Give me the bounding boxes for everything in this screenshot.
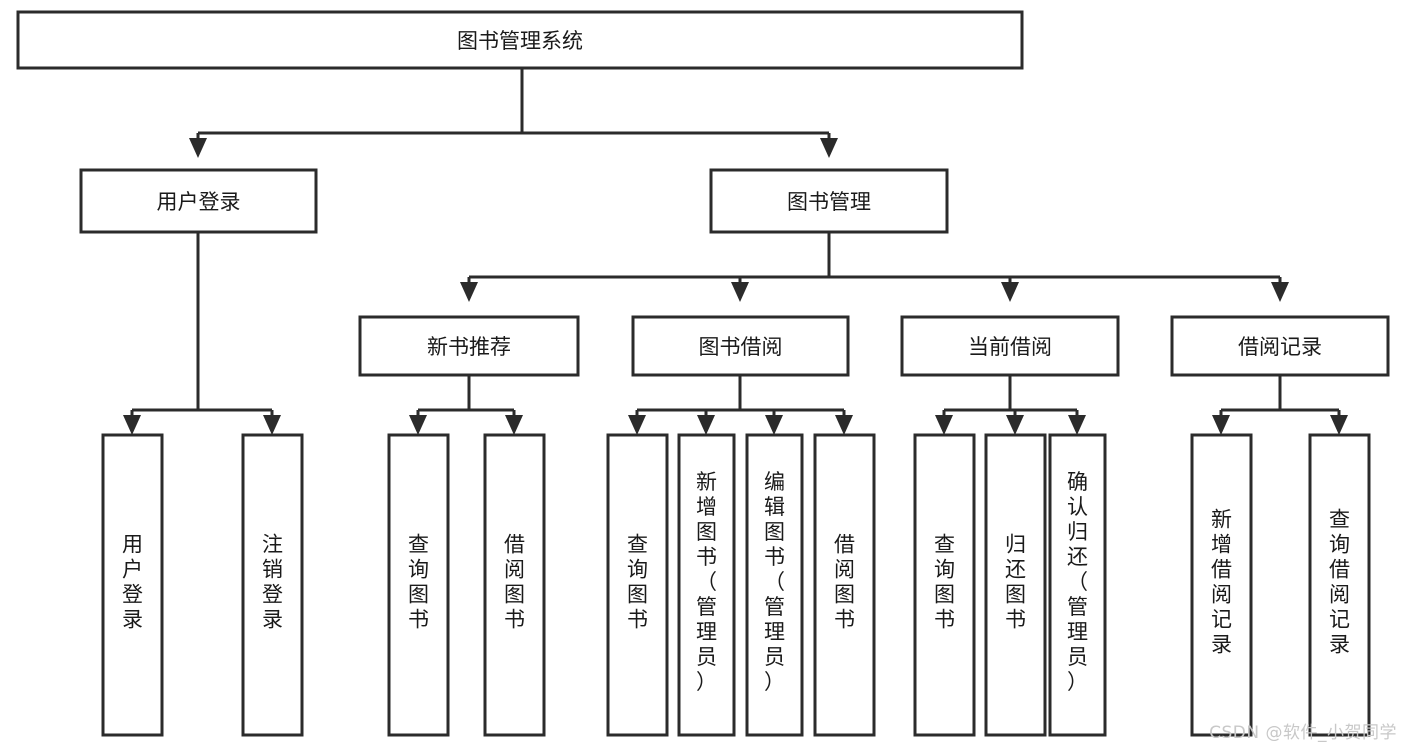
leaf-node-12-label: 查询借阅记录 (1329, 508, 1350, 657)
leaf-node-5-box[interactable] (677, 433, 736, 737)
leaf-node-7-label: 借阅图书 (834, 533, 855, 632)
leaf-node-0-label: 用户登录 (122, 533, 143, 632)
level3-node-1-label: 图书借阅 (699, 335, 783, 359)
leaf-node-2-box[interactable] (387, 433, 450, 737)
arrow-head-icon (1001, 282, 1019, 302)
edges-layer (123, 68, 1348, 435)
leaf-node-10-box[interactable] (1048, 433, 1107, 737)
level2-node-1-label: 图书管理 (787, 190, 871, 214)
arrow-head-icon (935, 415, 953, 435)
leaf-node-4-box[interactable] (606, 433, 669, 737)
arrow-head-icon (409, 415, 427, 435)
watermark: CSDN @软件_小贺同学 (1209, 723, 1397, 743)
arrow-head-icon (765, 415, 783, 435)
leaf-node-9-label: 归还图书 (1005, 533, 1026, 632)
arrow-head-icon (1068, 415, 1086, 435)
nodes-layer: 图书管理系统用户登录图书管理新书推荐图书借阅当前借阅借阅记录用户登录注销登录查询… (16, 10, 1390, 737)
leaf-node-5-label: 新增图书（管理员） (696, 470, 717, 694)
leaf-node-4-label: 查询图书 (627, 533, 648, 632)
arrow-head-icon (1006, 415, 1024, 435)
leaf-node-0-box[interactable] (101, 433, 164, 737)
arrow-head-icon (1212, 415, 1230, 435)
arrow-head-icon (263, 415, 281, 435)
leaf-node-9-box[interactable] (984, 433, 1047, 737)
root-node-label: 图书管理系统 (457, 29, 583, 53)
level3-node-0-box[interactable] (358, 315, 580, 377)
level2-node-0-label: 用户登录 (157, 190, 241, 214)
level3-node-2-box[interactable] (900, 315, 1120, 377)
arrow-head-icon (123, 415, 141, 435)
leaf-node-7-box[interactable] (813, 433, 876, 737)
level3-node-3-box[interactable] (1170, 315, 1390, 377)
level2-node-0-box[interactable] (79, 168, 318, 234)
leaf-node-11-box[interactable] (1190, 433, 1253, 737)
leaf-node-2-label: 查询图书 (408, 533, 429, 632)
leaf-node-1-box[interactable] (241, 433, 304, 737)
arrow-head-icon (1271, 282, 1289, 302)
level3-node-3-label: 借阅记录 (1238, 335, 1322, 359)
leaf-node-6-label: 编辑图书（管理员） (764, 470, 785, 694)
arrow-head-icon (697, 415, 715, 435)
leaf-node-10-label: 确认归还（管理员） (1067, 470, 1088, 694)
arrow-head-icon (628, 415, 646, 435)
leaf-node-11-label: 新增借阅记录 (1211, 508, 1232, 657)
leaf-node-1-label: 注销登录 (262, 533, 283, 632)
level3-node-1-box[interactable] (631, 315, 850, 377)
leaf-node-3-box[interactable] (483, 433, 546, 737)
level3-node-0-label: 新书推荐 (427, 335, 511, 359)
leaf-node-12-box[interactable] (1308, 433, 1371, 737)
arrow-head-icon (460, 282, 478, 302)
arrow-head-icon (505, 415, 523, 435)
leaf-node-8-box[interactable] (913, 433, 976, 737)
arrow-head-icon (820, 138, 838, 158)
arrow-head-icon (1330, 415, 1348, 435)
leaf-node-6-box[interactable] (745, 433, 804, 737)
arrow-head-icon (835, 415, 853, 435)
arrow-head-icon (189, 138, 207, 158)
level3-node-2-label: 当前借阅 (968, 335, 1052, 359)
level2-node-1-box[interactable] (709, 168, 949, 234)
leaf-node-3-label: 借阅图书 (504, 533, 525, 632)
arrow-head-icon (731, 282, 749, 302)
root-node-box[interactable] (16, 10, 1024, 70)
leaf-node-8-label: 查询图书 (934, 533, 955, 632)
